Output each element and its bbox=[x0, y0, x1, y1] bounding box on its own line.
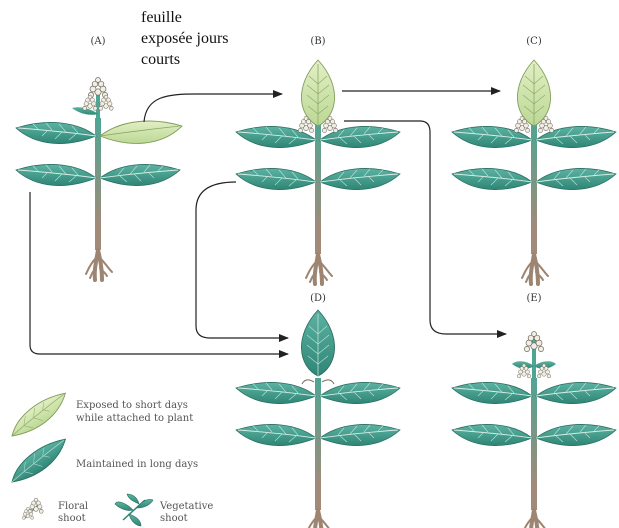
arrow-a-to-b bbox=[144, 94, 282, 122]
legend-long-day-leaf-icon bbox=[5, 434, 73, 487]
plant-a bbox=[16, 78, 182, 281]
legend-long-day-label: Maintained in long days bbox=[76, 459, 198, 470]
plant-c bbox=[452, 60, 616, 284]
legend-vegetative-label-1: Vegetative bbox=[159, 501, 213, 512]
legend-vegetative-label-2: shoot bbox=[160, 513, 188, 524]
plant-label-b: (B) bbox=[310, 36, 325, 47]
arrow-a-to-d bbox=[30, 192, 288, 354]
legend-short-day-label-2: while attached to plant bbox=[76, 413, 193, 424]
legend-floral-label-1: Floral bbox=[58, 501, 88, 512]
legend-short-day-leaf-icon bbox=[5, 388, 73, 441]
plant-label-c: (C) bbox=[526, 36, 542, 47]
floral-shoot-icon bbox=[22, 498, 43, 519]
legend: Exposed to short days while attached to … bbox=[5, 388, 214, 526]
legend-short-day-label-1: Exposed to short days bbox=[76, 400, 188, 411]
plant-e bbox=[452, 332, 616, 528]
plant-d bbox=[236, 310, 400, 528]
legend-floral-label-2: shoot bbox=[58, 513, 86, 524]
arrow-b-to-e bbox=[344, 121, 506, 334]
plant-label-d: (D) bbox=[310, 293, 326, 304]
arrow-b-to-d bbox=[196, 182, 288, 338]
vegetative-shoot-icon bbox=[115, 494, 153, 526]
plant-label-e: (E) bbox=[526, 293, 541, 304]
plant-label-a: (A) bbox=[90, 36, 105, 47]
